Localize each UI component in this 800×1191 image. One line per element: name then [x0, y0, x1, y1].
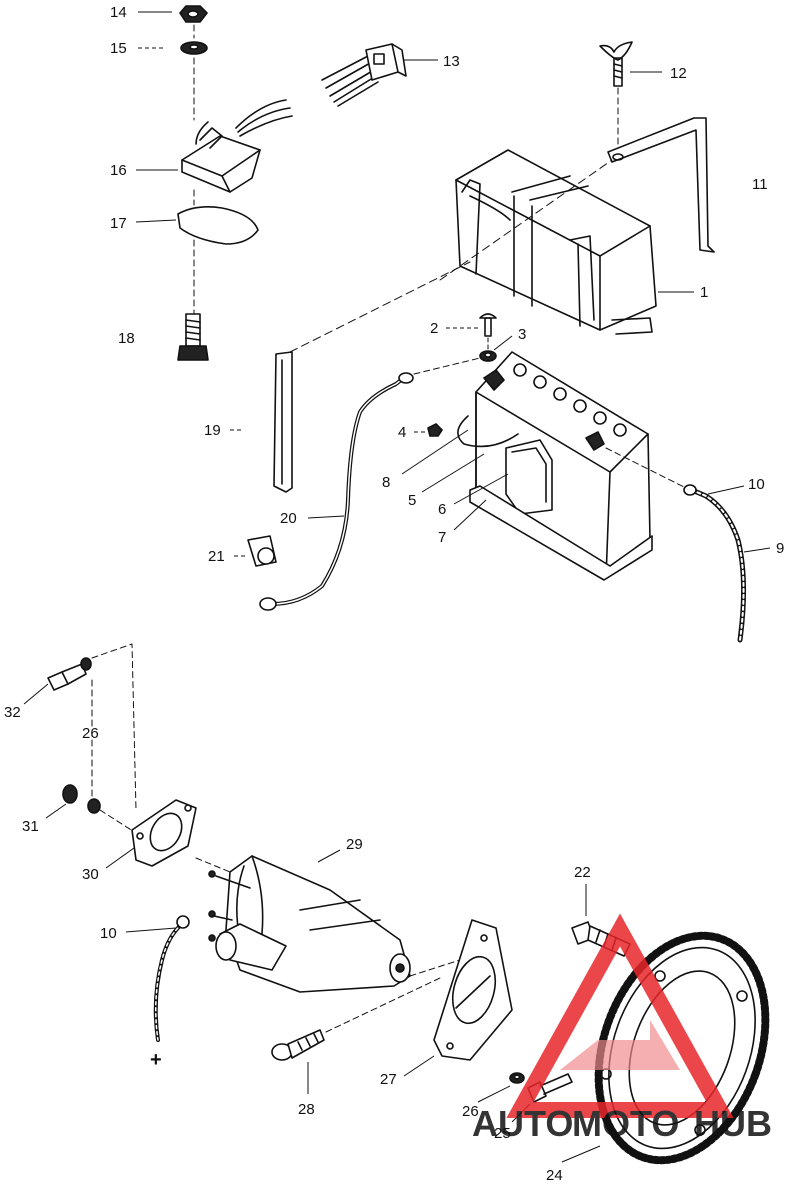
callout-17: 17 — [110, 215, 127, 232]
watermark-text-moto: MOTO — [572, 1103, 679, 1144]
gasket-part-30 — [131, 799, 197, 867]
starter-motor-part-29 — [195, 855, 461, 993]
callout-labels: 14 15 13 12 16 11 17 1 2 3 18 19 4 8 5 6… — [4, 4, 784, 1184]
washer-part-15 — [180, 41, 208, 55]
nut-part-14 — [179, 5, 208, 23]
callout-13: 13 — [443, 53, 460, 70]
callout-29: 29 — [346, 836, 363, 853]
callout-27: 27 — [380, 1071, 397, 1088]
guide-line-19 — [289, 261, 471, 353]
battery-tray-part-7 — [469, 485, 653, 581]
callout-4: 4 — [398, 424, 406, 441]
callout-18: 18 — [118, 330, 135, 347]
polarity-plus-mark: + — [150, 1049, 162, 1071]
bolt-part-28 — [271, 977, 441, 1061]
callout-24: 24 — [546, 1167, 563, 1184]
callout-30: 30 — [82, 866, 99, 883]
gasket-part-17 — [177, 206, 259, 245]
callout-26-upper: 26 — [82, 725, 99, 742]
sight-window-part-6 — [505, 439, 553, 515]
washer-part-3 — [479, 350, 497, 362]
callout-3: 3 — [518, 326, 526, 343]
rod-part-19 — [273, 351, 293, 493]
cable-part-10-lower — [153, 915, 190, 1042]
cable-part-9 — [605, 447, 747, 643]
callout-21: 21 — [208, 548, 225, 565]
callout-11: 11 — [752, 176, 768, 193]
callout-1: 1 — [700, 284, 708, 301]
watermark-logo: AUTO MOTO HUB — [472, 913, 772, 1144]
callout-25: 25 — [494, 1125, 511, 1142]
connector-part-13 — [321, 43, 407, 107]
callout-20: 20 — [280, 510, 297, 527]
callout-6: 6 — [438, 501, 446, 518]
fasteners-left — [47, 643, 151, 843]
callout-28: 28 — [298, 1101, 315, 1118]
strap-part-11 — [607, 117, 715, 253]
callout-5: 5 — [408, 492, 416, 509]
guide-line-cover — [439, 159, 613, 281]
watermark-text-auto: AUTO — [472, 1103, 573, 1144]
callout-12: 12 — [670, 65, 687, 82]
callout-8: 8 — [382, 474, 390, 491]
callout-32: 32 — [4, 704, 21, 721]
callout-15: 15 — [110, 40, 127, 57]
mounting-plate-part-27 — [433, 919, 513, 1061]
wing-bolt-part-12 — [599, 41, 633, 151]
callout-22: 22 — [574, 864, 591, 881]
callout-10-upper: 10 — [748, 476, 765, 493]
battery-cover-part-1 — [455, 149, 657, 335]
cable-part-20 — [259, 357, 481, 611]
bolt-part-18 — [177, 313, 209, 361]
boot-part-21 — [247, 535, 277, 567]
regulator-part-16 — [181, 99, 293, 193]
callout-10-lower: 10 — [100, 925, 117, 942]
nut-part-4 — [427, 423, 443, 437]
callout-9: 9 — [776, 540, 784, 557]
screw-part-2 — [479, 313, 497, 351]
callout-7: 7 — [438, 529, 446, 546]
callout-31: 31 — [22, 818, 39, 835]
callout-14: 14 — [110, 4, 127, 21]
watermark-text-hub: HUB — [694, 1103, 772, 1144]
callout-16: 16 — [110, 162, 127, 179]
callout-2: 2 — [430, 320, 438, 337]
callout-19: 19 — [204, 422, 221, 439]
callout-26-lower: 26 — [462, 1103, 479, 1120]
